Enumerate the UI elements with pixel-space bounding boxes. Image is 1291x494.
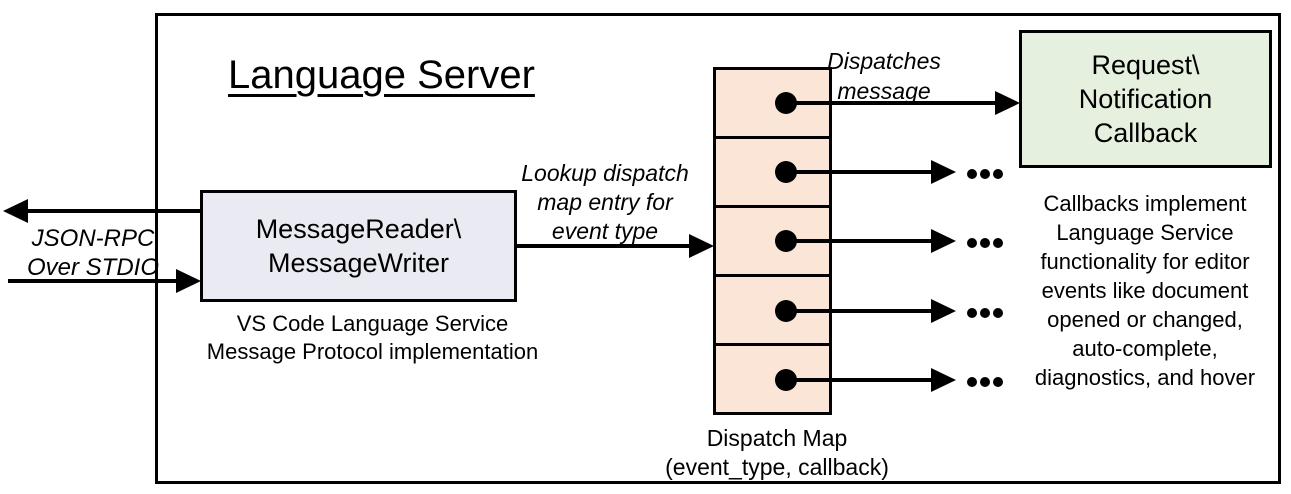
request-notification-callback-box: Request\ Notification Callback xyxy=(1019,30,1272,168)
dispatch-map-cell-4 xyxy=(716,274,829,343)
dispatch-map-cell-3 xyxy=(716,205,829,274)
callbacks-description: Callbacks implement Language Service fun… xyxy=(1034,191,1256,390)
reader-caption: VS Code Language Service Message Protoco… xyxy=(206,311,539,364)
jsonrpc-stdio-label: JSON-RPC Over STDIO xyxy=(26,225,159,281)
message-reader-writer-box: MessageReader\ MessageWriter xyxy=(200,190,517,302)
dispatch-map-cell-5 xyxy=(716,343,829,412)
dispatches-message-label: Dispatches message xyxy=(827,48,941,104)
dispatch-map-cell-1 xyxy=(716,70,829,136)
dispatch-map-cell-2 xyxy=(716,136,829,205)
diagram-title: Language Server xyxy=(228,53,535,97)
dispatch-map-caption: Dispatch Map (event_type, callback) xyxy=(665,425,889,480)
lookup-dispatch-label: Lookup dispatch map entry for event type xyxy=(521,160,689,244)
request-notification-callback-label: Request\ Notification Callback xyxy=(1078,50,1213,148)
message-reader-writer-label: MessageReader\ MessageWriter xyxy=(255,214,462,278)
dispatch-map xyxy=(713,67,832,415)
